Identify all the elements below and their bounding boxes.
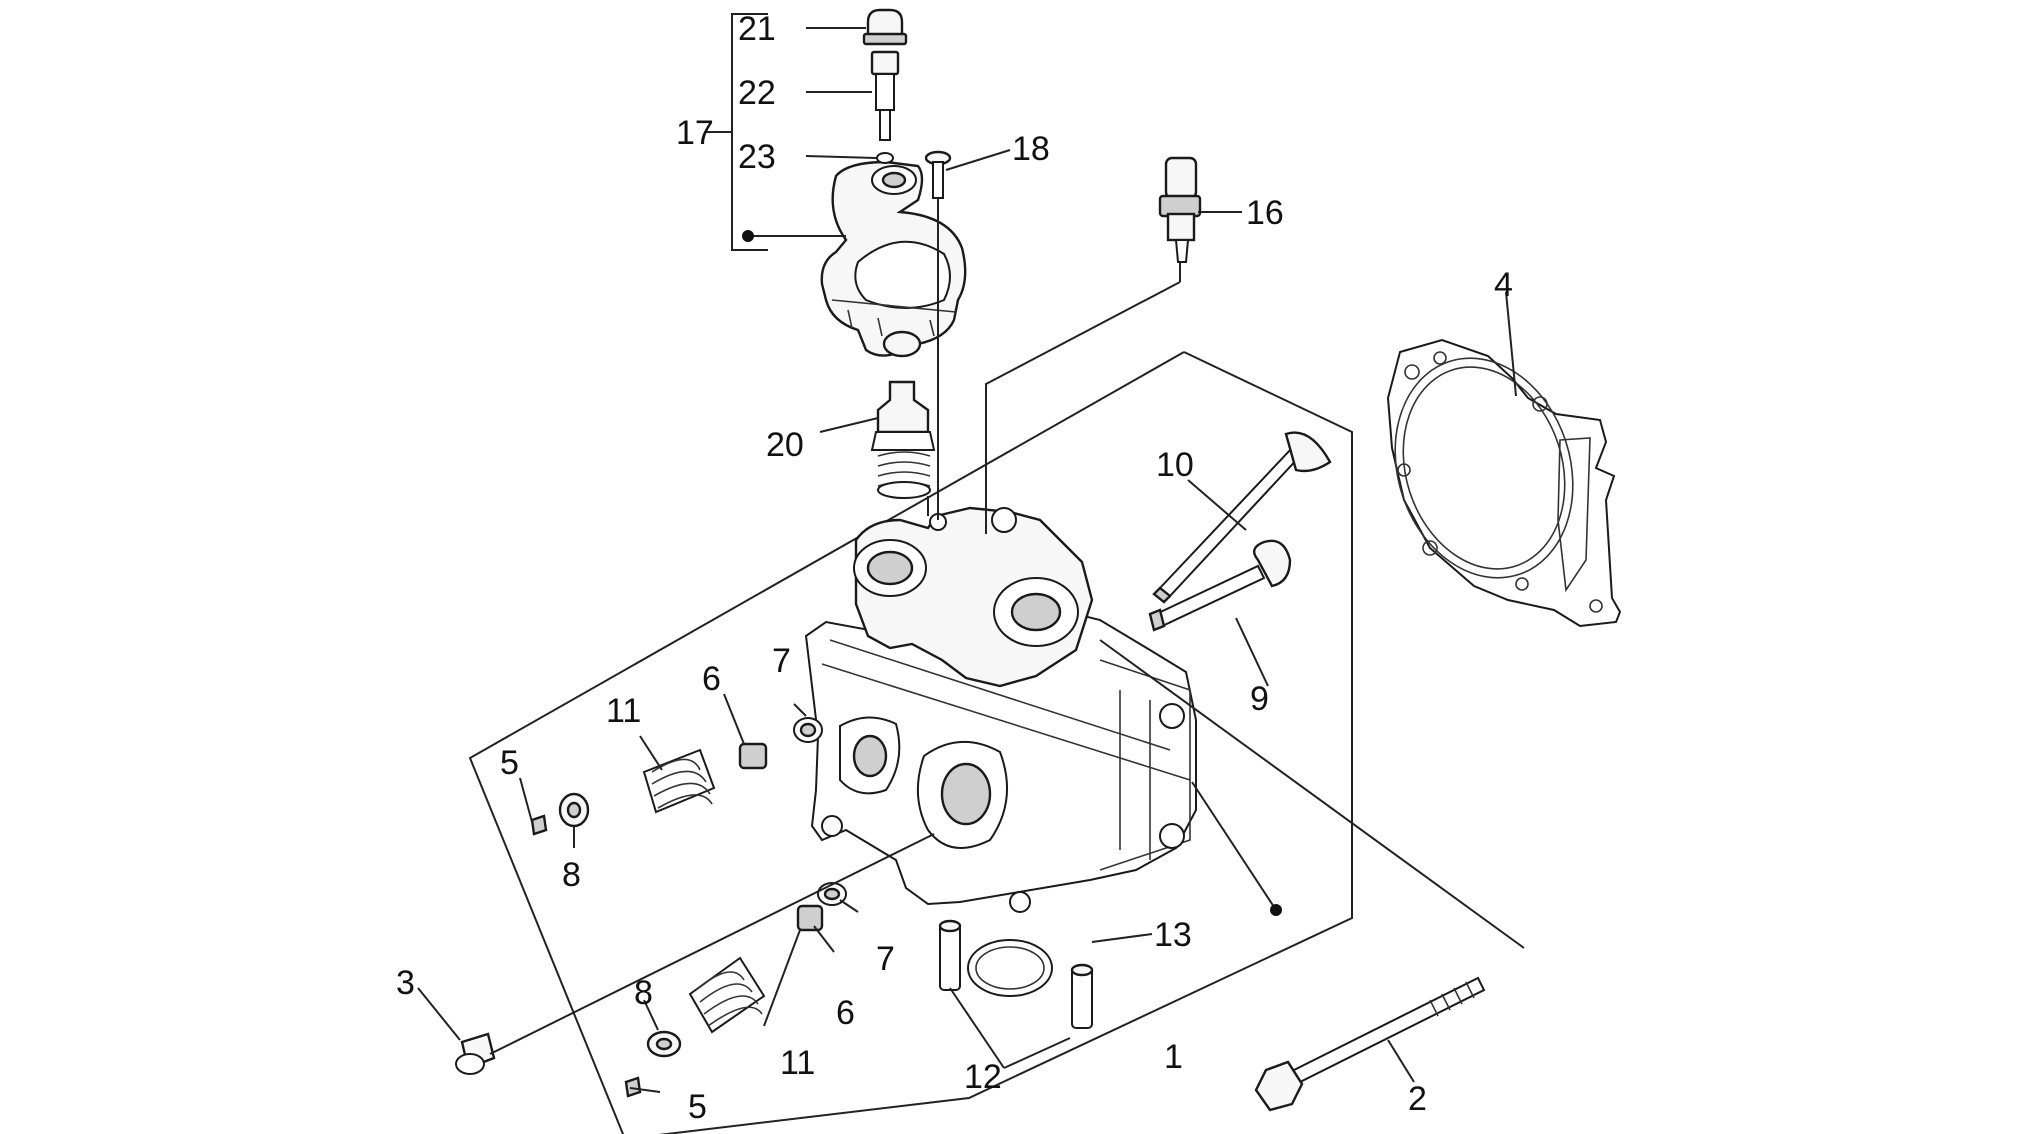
thermostat-housing — [820, 160, 967, 358]
callout-7-upper: 7 — [772, 642, 791, 680]
group-marker-dot-17 — [742, 230, 754, 242]
group-marker-dot-1 — [1270, 904, 1282, 916]
callout-3: 3 — [396, 964, 415, 1002]
housing-screw — [924, 150, 952, 199]
callout-4: 4 — [1494, 266, 1513, 304]
bleed-cap — [862, 8, 908, 46]
head-gasket — [1386, 338, 1622, 628]
callout-12: 12 — [964, 1058, 1002, 1096]
callout-2: 2 — [1408, 1080, 1427, 1118]
callout-9: 9 — [1250, 680, 1269, 718]
spring-retainer-lower — [646, 1030, 682, 1058]
callout-20: 20 — [766, 426, 804, 464]
callout-5-lower: 5 — [688, 1088, 707, 1126]
callout-8-lower: 8 — [634, 974, 653, 1012]
callout-1: 1 — [1164, 1038, 1183, 1076]
sealing-washer — [876, 152, 894, 164]
o-ring-seal — [967, 939, 1053, 997]
callout-11-lower: 11 — [780, 1044, 815, 1082]
intake-valve — [1148, 539, 1292, 632]
valve-collet-lower — [624, 1076, 642, 1098]
valve-spring-seat-upper — [738, 742, 768, 770]
valve-spring-lower — [688, 956, 766, 1034]
leader-lines — [417, 13, 1525, 1093]
cylinder-head — [804, 506, 1197, 913]
callout-16: 16 — [1246, 194, 1284, 232]
plug-bolt — [455, 1032, 496, 1075]
bleed-screw — [870, 50, 900, 141]
callout-7-lower: 7 — [876, 940, 895, 978]
valve-spring-seat-lower — [796, 904, 824, 932]
callout-5-upper: 5 — [500, 744, 519, 782]
callout-21: 21 — [738, 10, 776, 48]
callout-6-upper: 6 — [702, 660, 721, 698]
valve-spring-upper — [642, 748, 716, 814]
exhaust-valve — [1152, 431, 1332, 604]
callout-6-lower: 6 — [836, 994, 855, 1032]
callout-13: 13 — [1154, 916, 1192, 954]
callout-17: 17 — [676, 114, 714, 152]
dowel-pin-right — [1070, 963, 1094, 1029]
callout-8-upper: 8 — [562, 856, 581, 894]
callout-18: 18 — [1012, 130, 1050, 168]
callout-11-upper: 11 — [606, 692, 641, 730]
valve-collet-upper — [530, 814, 548, 836]
callout-22: 22 — [738, 74, 776, 112]
callout-10: 10 — [1156, 446, 1194, 484]
dowel-pin-left — [938, 919, 962, 991]
assembly-outline — [468, 351, 1353, 1134]
valve-stem-seal-upper — [793, 717, 823, 743]
stud-bolt — [1254, 976, 1486, 1112]
callout-23: 23 — [738, 138, 776, 176]
spring-retainer-upper — [558, 792, 590, 828]
temperature-sensor — [1158, 156, 1202, 263]
thermostat — [870, 380, 936, 499]
